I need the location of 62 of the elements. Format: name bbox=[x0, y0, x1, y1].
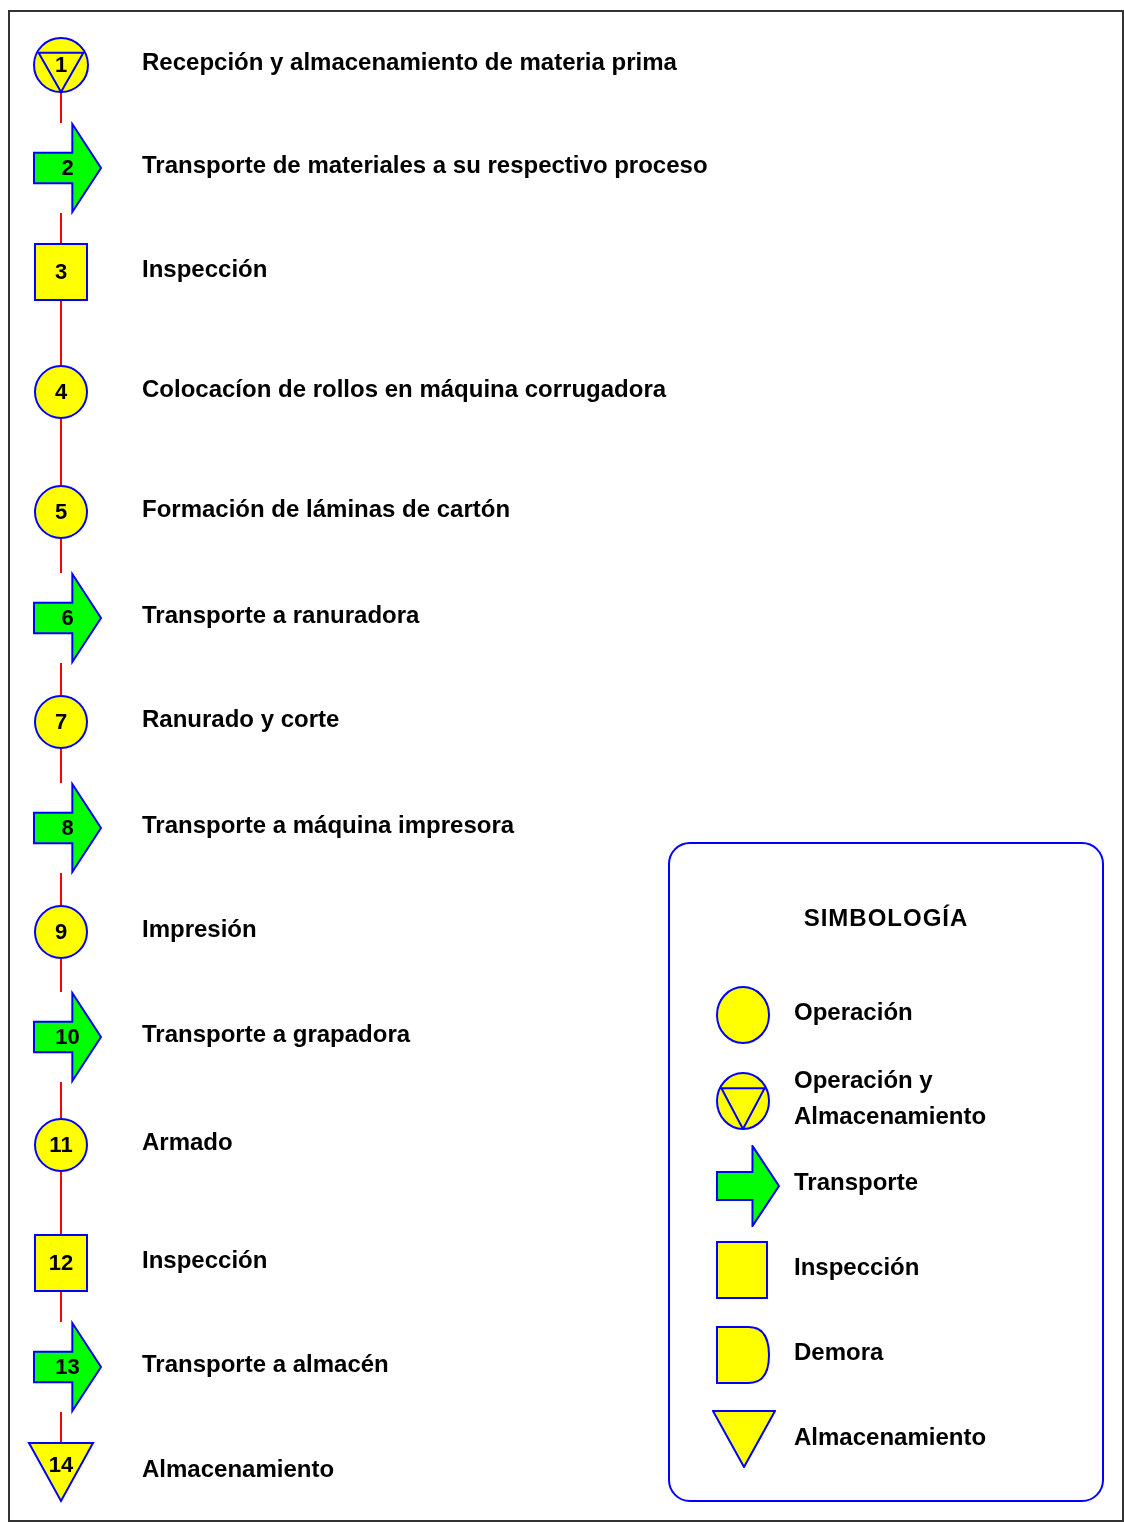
step-number: 4 bbox=[54, 380, 68, 404]
step-description: Transporte a ranuradora bbox=[142, 601, 420, 629]
step-number: 10 bbox=[55, 1025, 80, 1049]
legend-text: Operación bbox=[794, 997, 914, 1027]
transport-symbol bbox=[33, 573, 102, 663]
step-number: 11 bbox=[49, 1133, 73, 1157]
transport-symbol bbox=[33, 992, 102, 1082]
transport-symbol bbox=[33, 783, 102, 873]
step-number: 2 bbox=[61, 156, 74, 180]
legend-text: Transporte bbox=[794, 1167, 920, 1197]
connector-line bbox=[60, 662, 62, 696]
connector-line bbox=[60, 92, 62, 124]
step-description: Almacenamiento bbox=[142, 1455, 335, 1483]
connector-line bbox=[60, 1081, 62, 1119]
step-description: Ranurado y corte bbox=[142, 705, 340, 733]
connector-line bbox=[60, 1291, 62, 1323]
connector-line bbox=[60, 748, 62, 784]
step-description: Impresión bbox=[142, 915, 257, 943]
inspection-square bbox=[34, 1234, 88, 1292]
step-description: Recepción y almacenamiento de materia prima bbox=[142, 48, 677, 76]
storage-triangle bbox=[28, 1442, 94, 1502]
step-number: 6 bbox=[61, 606, 74, 630]
step-number: 3 bbox=[54, 260, 68, 284]
connector-line bbox=[60, 212, 62, 244]
step-description: Inspección bbox=[142, 1246, 268, 1274]
step-number: 1 bbox=[54, 53, 68, 77]
connector-line bbox=[60, 958, 62, 993]
step-number: 9 bbox=[54, 920, 68, 944]
connector-line bbox=[60, 1171, 62, 1235]
inspection-square bbox=[34, 243, 88, 301]
step-description: Inspección bbox=[142, 255, 268, 283]
operation-circle bbox=[34, 365, 88, 419]
step-description: Transporte a grapadora bbox=[142, 1020, 411, 1048]
connector-line bbox=[60, 1411, 62, 1443]
step-description: Armado bbox=[142, 1128, 233, 1156]
legend-text: Demora bbox=[794, 1337, 885, 1367]
legend-text: Operación y Almacenamiento bbox=[794, 1065, 988, 1131]
connector-line bbox=[60, 872, 62, 906]
operation-circle bbox=[34, 1118, 88, 1172]
transport-symbol bbox=[33, 1322, 102, 1412]
step-description: Transporte a almacén bbox=[142, 1350, 389, 1378]
legend-title: SIMBOLOGÍA bbox=[803, 904, 969, 931]
operation-circle bbox=[34, 695, 88, 749]
step-number: 7 bbox=[54, 710, 68, 734]
step-number: 12 bbox=[48, 1251, 74, 1275]
step-number: 5 bbox=[54, 500, 68, 524]
connector-line bbox=[60, 418, 62, 486]
connector-line bbox=[60, 538, 62, 574]
step-description: Colocacíon de rollos en máquina corrugadora bbox=[142, 375, 667, 403]
step-number: 13 bbox=[55, 1355, 80, 1379]
step-number: 8 bbox=[61, 816, 74, 840]
legend-text: Almacenamiento bbox=[794, 1422, 988, 1452]
operation-storage-symbol bbox=[33, 37, 89, 93]
legend-text: Inspección bbox=[794, 1252, 921, 1282]
step-description: Transporte de materiales a su respectivo proceso bbox=[142, 151, 708, 179]
operation-circle bbox=[34, 485, 88, 539]
connector-line bbox=[60, 300, 62, 366]
operation-circle bbox=[34, 905, 88, 959]
transport-symbol bbox=[33, 123, 102, 213]
step-number: 14 bbox=[48, 1452, 74, 1477]
step-description: Transporte a máquina impresora bbox=[142, 811, 515, 839]
step-description: Formación de láminas de cartón bbox=[142, 495, 511, 523]
